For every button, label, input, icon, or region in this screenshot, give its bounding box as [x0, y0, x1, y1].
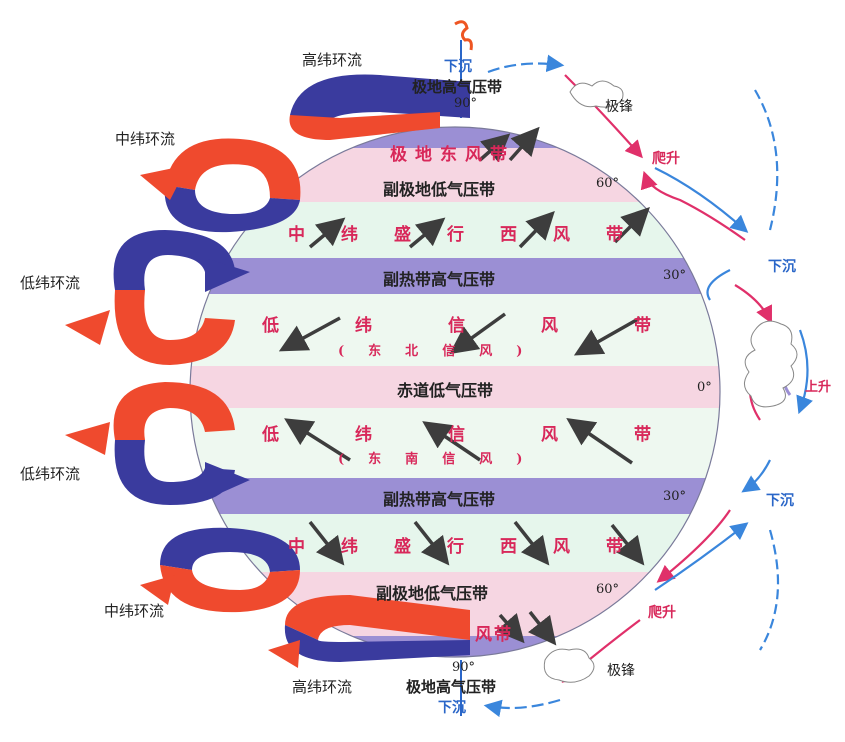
ring-mid-top-red — [165, 138, 301, 200]
label-sink-s30: 下沉 — [766, 493, 794, 509]
label-high-circulation-bottom: 高纬环流 — [292, 678, 353, 696]
wind-arrow — [566, 418, 633, 465]
circulation-rings — [65, 74, 470, 668]
lat-s60: 60° — [596, 582, 620, 597]
cloud-icon — [543, 648, 595, 683]
wind-westerlies-bottom: 中纬盛行西风带 — [288, 537, 623, 557]
band-subtropical-high-bottom — [190, 478, 720, 514]
label-low-circulation-bottom: 低纬环流 — [20, 465, 81, 483]
wind-arrow — [495, 612, 525, 644]
wind-arrow — [278, 316, 341, 352]
wind-arrow — [528, 610, 557, 646]
rotation-icon — [454, 20, 473, 51]
label-sink-n30: 下沉 — [768, 259, 796, 275]
label-high-circulation-top: 高纬环流 — [302, 51, 363, 69]
ring-mid-top-blue — [164, 185, 300, 233]
ring-high-top-blue — [290, 74, 470, 125]
label-polar-front-n: 极锋 — [605, 99, 633, 115]
wind-arrow — [610, 523, 645, 566]
ring-arrowhead — [65, 310, 110, 345]
lat-eq: 0° — [697, 380, 712, 395]
ring-arrowhead — [65, 422, 110, 455]
ring-arrowhead — [205, 462, 250, 500]
ring-mid-bottom-blue — [160, 527, 300, 572]
wind-polar-east-top: 极地东风带 — [390, 145, 507, 165]
lat-s30: 30° — [663, 489, 687, 504]
wind-arrow — [613, 207, 650, 244]
label-low-circulation-top: 低纬环流 — [20, 274, 81, 292]
label-polar-front-s: 极锋 — [607, 663, 635, 679]
ring-arrowhead — [140, 165, 188, 200]
ring-high-bottom-blue — [284, 625, 470, 662]
label-climb-n60: 爬升 — [652, 151, 680, 167]
belt-equatorial-low: 赤道低气压带 — [397, 381, 494, 400]
wind-arrow — [284, 418, 351, 462]
wind-arrow — [478, 133, 511, 163]
cloud-icon — [569, 80, 624, 108]
ring-arrowhead — [140, 575, 175, 605]
label-mid-circulation-bottom: 中纬环流 — [104, 602, 165, 620]
wind-arrow — [422, 421, 481, 462]
cloud-icon — [744, 320, 798, 408]
label-mid-circulation-top: 中纬环流 — [115, 130, 176, 148]
clouds — [543, 80, 798, 683]
ring-high-bottom-red — [285, 595, 470, 640]
band-subtropical-high-top — [190, 258, 720, 294]
wind-arrow — [513, 520, 550, 566]
belt-polar-high-bottom: 极地高气压带 — [406, 678, 497, 696]
wind-arrows — [278, 126, 650, 646]
lat-n60: 60° — [596, 176, 620, 191]
belt-subpolar-low-top: 副极地低气压带 — [383, 180, 496, 199]
label-sink-top: 下沉 — [444, 59, 472, 75]
ring-arrowhead — [205, 258, 250, 292]
ring-low-top-red — [114, 290, 235, 365]
lat-n30: 30° — [663, 268, 687, 283]
ring-low-bottom-blue — [114, 440, 235, 505]
label-sink-bottom: 下沉 — [438, 700, 466, 716]
wind-trade-bottom: 低纬信风带 — [262, 425, 651, 445]
lat-s90: 90° — [452, 660, 476, 675]
wind-arrow — [408, 217, 446, 249]
band-equatorial-low — [190, 366, 720, 408]
label-rise-eq: 上升 — [805, 380, 832, 395]
wind-arrow — [518, 210, 555, 249]
wind-polar-east-bottom: 风带 — [475, 625, 511, 645]
wind-arrow — [449, 312, 507, 355]
wind-trade-bottom-sub: (东南信风) — [338, 452, 523, 467]
ring-mid-bottom-red — [160, 565, 300, 613]
wind-arrow — [508, 126, 540, 162]
wind-arrow — [413, 520, 450, 566]
wind-trade-top-sub: (东北信风) — [338, 344, 523, 359]
wind-trade-top: 低纬信风带 — [262, 316, 651, 336]
wind-arrow — [308, 520, 345, 566]
lat-n90: 90° — [454, 96, 478, 111]
wind-arrow — [308, 217, 346, 249]
label-climb-s60: 爬升 — [648, 605, 676, 621]
belt-subpolar-low-bottom: 副极地低气压带 — [376, 584, 489, 603]
belt-polar-high-top: 极地高气压带 — [412, 78, 503, 96]
ring-low-bottom-red — [113, 382, 235, 440]
belt-subtropical-high-bottom: 副热带高气压带 — [383, 490, 496, 509]
ring-low-top-blue — [113, 230, 235, 290]
ring-arrowhead — [268, 640, 300, 668]
wind-westerlies-top: 中纬盛行西风带 — [288, 225, 623, 245]
wind-arrow — [573, 316, 641, 356]
belt-subtropical-high-top: 副热带高气压带 — [383, 270, 496, 289]
ring-high-top-red — [289, 112, 440, 140]
